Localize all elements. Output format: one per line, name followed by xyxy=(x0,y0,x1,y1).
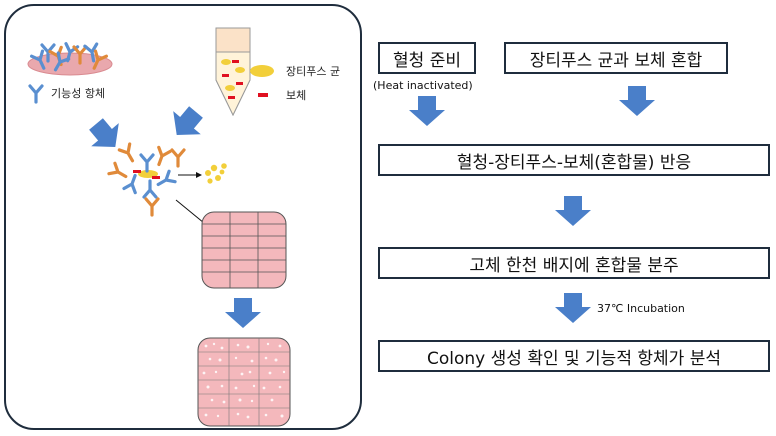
heat-inactivated-note: (Heat inactivated) xyxy=(373,79,473,92)
flow-arrow-mix xyxy=(619,86,655,116)
bacteria-legend-label: 장티푸스 균 xyxy=(286,65,341,78)
flow-arrow-serum xyxy=(409,96,445,126)
bacteria-legend-icon xyxy=(250,65,274,77)
reaction-box: 혈청-장티푸스-보체(혼합물) 반응 xyxy=(378,144,770,176)
flow-arrow-incubation xyxy=(555,293,591,323)
serum-preparation-box: 혈청 준비 xyxy=(378,42,476,74)
small-arrow-to-lysed-bacteria xyxy=(178,172,202,178)
colony-analysis-box: Colony 생성 확인 및 기능적 항체가 분석 xyxy=(378,340,770,372)
colony-analysis-label: Colony 생성 확인 및 기능적 항체가 분석 xyxy=(427,348,721,369)
functional-antibody-label: 기능성 항체 xyxy=(51,87,106,100)
agar-plate-with-colonies xyxy=(197,337,291,427)
reaction-label: 혈청-장티푸스-보체(혼합물) 반응 xyxy=(456,152,692,173)
agar-plating-label: 고체 한천 배지에 혼합물 분주 xyxy=(469,255,679,276)
functional-antibody-legend-icon xyxy=(28,84,44,104)
complement-legend-icon xyxy=(258,93,268,97)
test-tube xyxy=(215,27,251,117)
antibody-bacteria-complex xyxy=(107,142,186,217)
serum-preparation-label: 혈청 준비 xyxy=(393,50,461,71)
bacteria-complement-mix-label: 장티푸스 균과 보체 혼합 xyxy=(529,50,703,71)
arrow-tube-to-reaction xyxy=(162,100,210,147)
agar-plate-before xyxy=(201,211,287,289)
incubation-label: 37℃ Incubation xyxy=(597,302,685,315)
lysed-bacteria xyxy=(205,163,227,184)
agar-plating-box: 고체 한천 배지에 혼합물 분주 xyxy=(378,247,770,279)
flow-arrow-reaction xyxy=(555,196,591,226)
arrow-plate-to-incubated xyxy=(225,298,261,328)
bacteria-complement-mix-box: 장티푸스 균과 보체 혼합 xyxy=(504,42,728,74)
serum-antibody-dish xyxy=(27,42,113,76)
complement-legend-label: 보체 xyxy=(286,89,307,102)
